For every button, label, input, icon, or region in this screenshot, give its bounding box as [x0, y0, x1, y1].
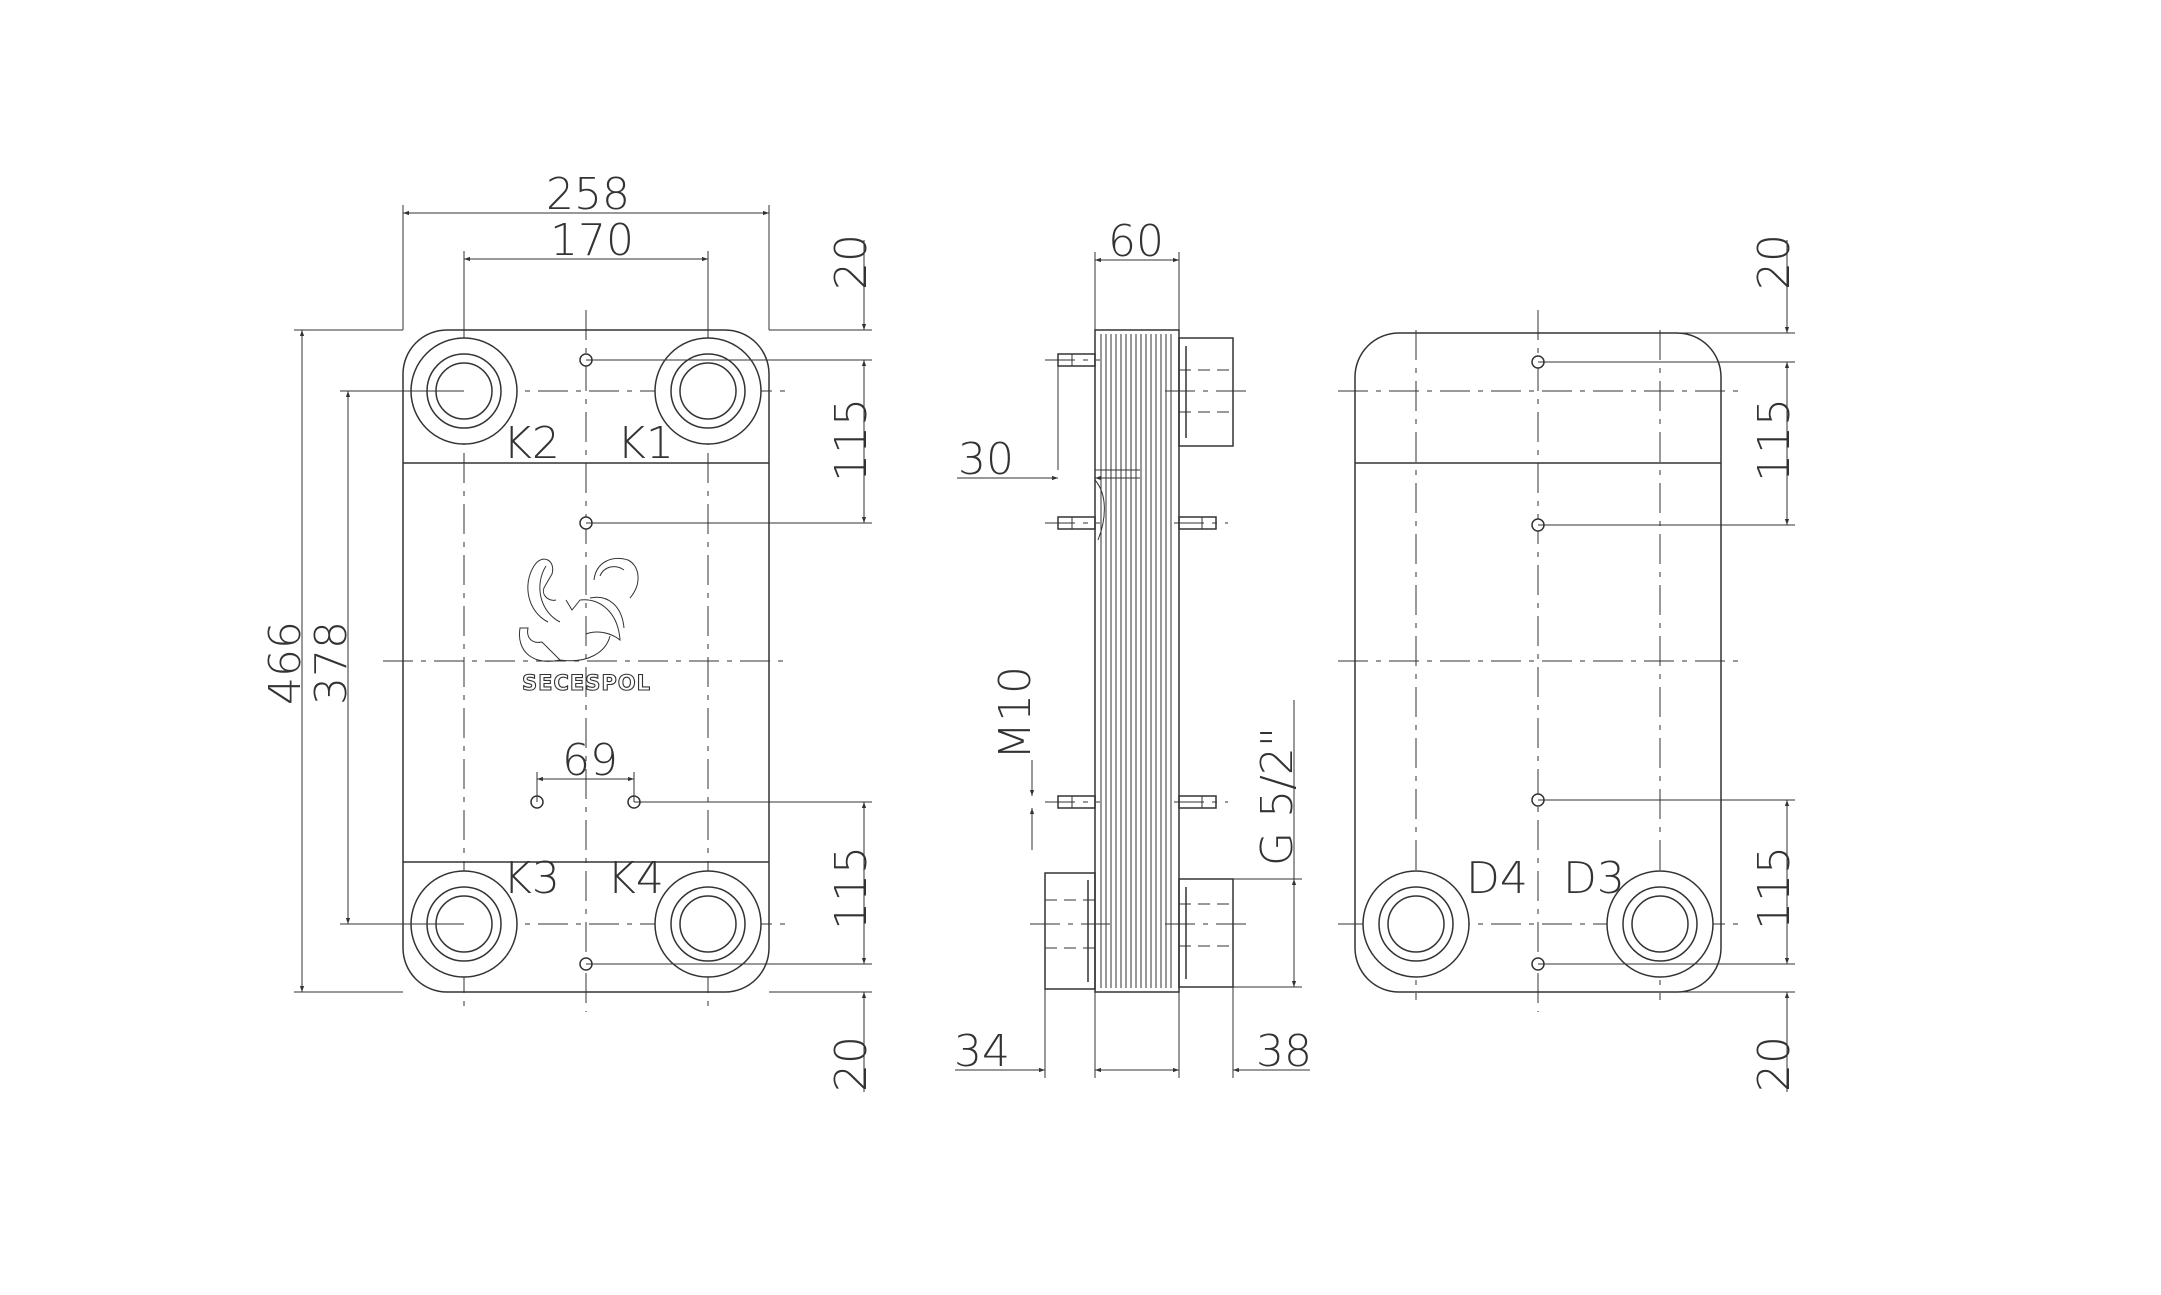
label-d4: D4 — [1466, 853, 1528, 904]
rear-view: D4 D3 20 115 115 20 — [1338, 234, 1800, 1092]
dim-bottom-bolt-spacing: 115 — [826, 846, 877, 930]
plate-pack-lines — [1100, 334, 1172, 988]
stud-left-lower — [1045, 795, 1100, 809]
port-k4 — [654, 870, 762, 978]
dim-port-spacing-v: 378 — [306, 621, 357, 705]
dim-right-connection-length: 38 — [1256, 1026, 1312, 1077]
label-k4: K4 — [607, 853, 664, 904]
dim-depth: 60 — [1108, 216, 1164, 267]
dim-height: 466 — [260, 621, 311, 705]
stud-right-lower — [1174, 795, 1228, 809]
dim-rear-top-offset: 20 — [1749, 234, 1800, 290]
label-k2: K2 — [503, 418, 560, 469]
dim-left-connection-length: 34 — [954, 1026, 1010, 1077]
label-connection-thread: G 5/2" — [1252, 727, 1303, 866]
dim-rear-bottom-bolt-spacing: 115 — [1749, 846, 1800, 930]
dim-top-offset: 20 — [826, 234, 877, 290]
label-d3: D3 — [1563, 853, 1625, 904]
port-d4 — [1362, 870, 1470, 978]
label-bolt-thread: M10 — [990, 666, 1041, 760]
dim-bottom-offset: 20 — [826, 1036, 877, 1092]
stud-left-upper — [1045, 516, 1100, 530]
dim-bolt-pair-spacing: 69 — [562, 735, 618, 786]
front-view: K2 K1 K3 K4 SECESPOL 258 170 — [260, 169, 877, 1092]
label-k3: K3 — [503, 853, 560, 904]
dim-rear-bottom-offset: 20 — [1749, 1036, 1800, 1092]
plate-pack — [1094, 329, 1180, 993]
logo-text: SECESPOL — [522, 671, 651, 695]
label-k1: K1 — [617, 418, 674, 469]
dim-bolt-length: 30 — [958, 434, 1014, 485]
connection-right-top — [1165, 337, 1250, 447]
stud-left-top — [1045, 353, 1100, 367]
connection-right-bottom — [1165, 878, 1250, 988]
stud-right-upper — [1174, 516, 1228, 530]
secespol-logo: SECESPOL — [518, 557, 651, 696]
connection-left-bottom — [1030, 872, 1110, 990]
port-d3 — [1606, 870, 1714, 978]
dim-port-spacing-h: 170 — [550, 215, 634, 266]
dim-top-bolt-spacing: 115 — [826, 398, 877, 482]
dim-rear-top-bolt-spacing: 115 — [1749, 398, 1800, 482]
dim-width: 258 — [546, 169, 630, 220]
side-view: 60 30 M10 G 5/2" 34 38 — [954, 216, 1312, 1078]
